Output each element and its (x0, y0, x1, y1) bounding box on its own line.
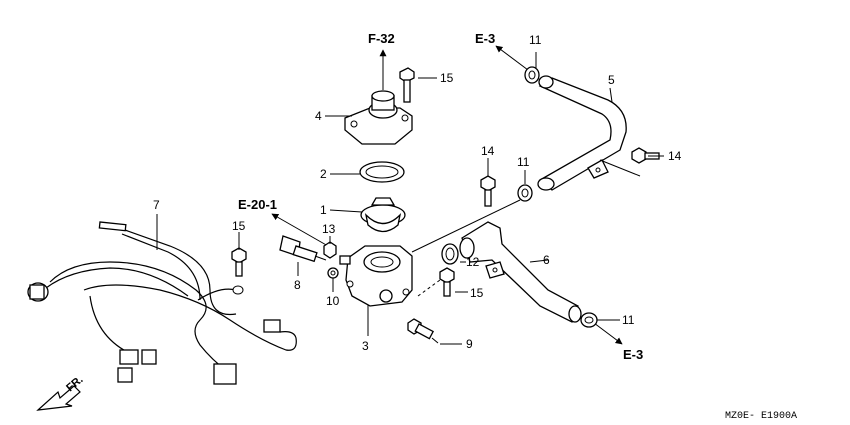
callout-11-top: 11 (529, 33, 542, 47)
hose-clamp-top[interactable] (524, 66, 540, 84)
bolt-right[interactable] (439, 267, 455, 297)
water-hose-upper[interactable] (537, 75, 627, 191)
callout-13: 13 (322, 222, 336, 236)
thermostat-housing[interactable] (339, 245, 413, 307)
callout-8: 8 (294, 278, 301, 292)
sealing-washer[interactable] (327, 267, 339, 279)
callout-3: 3 (362, 339, 369, 353)
bolt-mid[interactable] (480, 175, 496, 207)
ref-e3-top-label: E-3 (475, 31, 495, 46)
ref-e20-1[interactable]: E-20-1 (238, 197, 329, 247)
bolt-left[interactable] (231, 247, 247, 277)
ref-e20-1-arrow (271, 213, 329, 247)
callout-15-top: 15 (440, 71, 454, 85)
ref-e3-top-arrow (495, 45, 529, 71)
ref-e3-bottom[interactable]: E-3 (589, 319, 643, 362)
hose-clamp-bottom[interactable] (580, 312, 598, 328)
thermostat[interactable] (360, 197, 406, 233)
ref-f32[interactable]: F-32 (368, 31, 395, 90)
thermo-switch[interactable] (407, 318, 439, 344)
callout-6: 6 (543, 253, 550, 267)
callout-14-right: 14 (668, 149, 682, 163)
front-direction-indicator: FR. (36, 374, 86, 411)
o-ring[interactable] (359, 161, 405, 183)
thermostat-cover[interactable] (344, 90, 413, 145)
ref-e3-bottom-label: E-3 (623, 347, 643, 362)
nut[interactable] (323, 241, 337, 259)
callout-7: 7 (153, 198, 160, 212)
temperature-sensor[interactable] (279, 235, 327, 263)
ref-e3-top[interactable]: E-3 (475, 31, 529, 71)
callout-15-left: 15 (232, 219, 246, 233)
callout-2: 2 (320, 167, 327, 181)
water-pipe-lower[interactable] (459, 221, 582, 323)
callout-14-left: 14 (481, 144, 495, 158)
callout-9: 9 (466, 337, 473, 351)
callout-10: 10 (326, 294, 340, 308)
bolt-top[interactable] (399, 67, 415, 103)
wire-harness[interactable] (27, 221, 297, 385)
callout-12: 12 (466, 255, 480, 269)
callout-11-mid: 11 (517, 155, 530, 169)
callout-1: 1 (320, 203, 327, 217)
o-ring-small[interactable] (441, 243, 459, 265)
front-arrow-icon (36, 385, 81, 411)
hose-clamp-mid[interactable] (517, 184, 533, 202)
leader-lines (156, 52, 664, 345)
callout-5: 5 (608, 73, 615, 87)
callout-4: 4 (315, 109, 322, 123)
ref-e20-1-label: E-20-1 (238, 197, 277, 212)
diagram-code: MZ0E- E1900A (725, 411, 797, 422)
part-numbers: 4 2 1 3 5 6 7 8 9 10 11 11 11 12 13 14 1… (153, 33, 682, 353)
callout-15-right: 15 (470, 286, 484, 300)
callout-11-bottom: 11 (622, 313, 635, 327)
ref-f32-label: F-32 (368, 31, 395, 46)
